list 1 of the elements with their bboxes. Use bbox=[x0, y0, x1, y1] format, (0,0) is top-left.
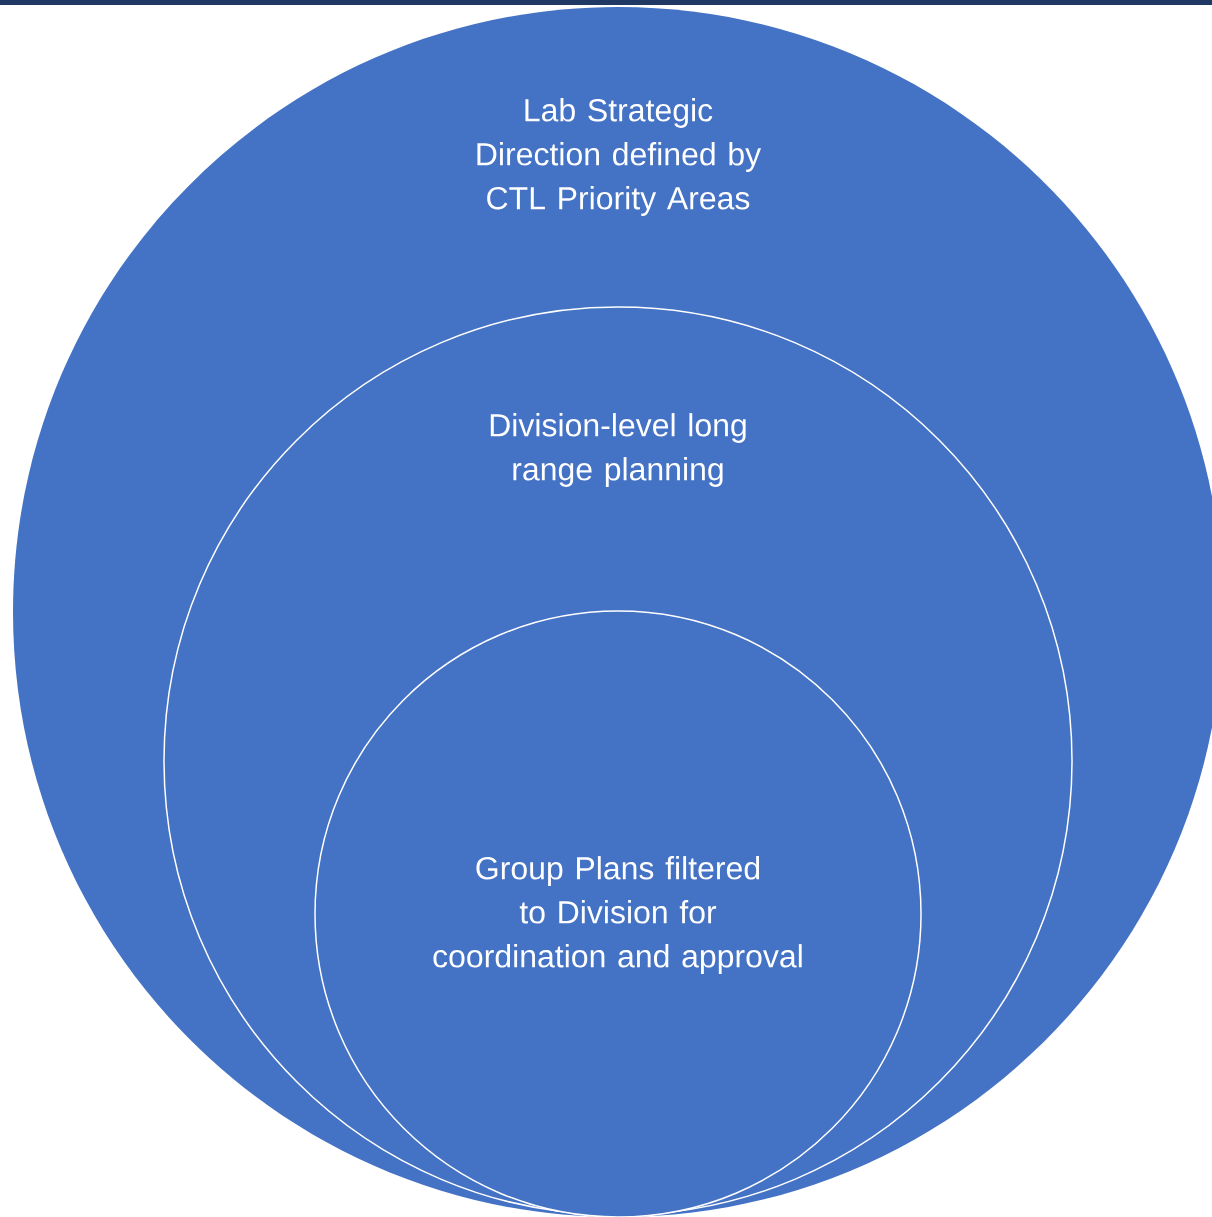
node-label: Group Plans filtered to Division for coordination and approval bbox=[433, 856, 802, 974]
